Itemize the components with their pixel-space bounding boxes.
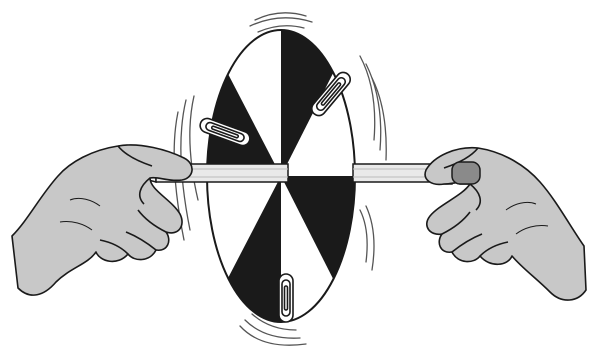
pencil-grip-overlay	[452, 162, 480, 184]
paper-clip-icon	[279, 274, 293, 322]
right-hand-icon	[425, 148, 586, 300]
left-hand-icon	[12, 145, 192, 295]
